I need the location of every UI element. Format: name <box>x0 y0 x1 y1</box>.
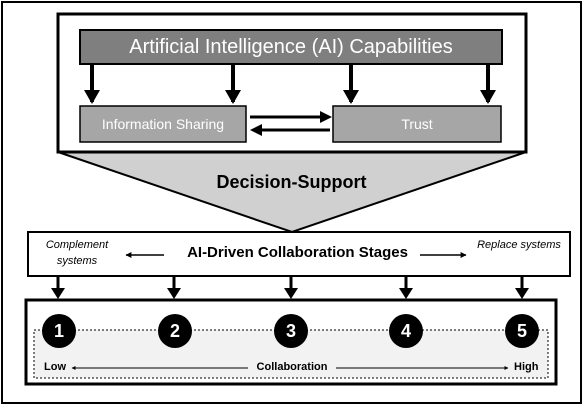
stage-arrowhead-4 <box>399 288 413 299</box>
stage-circle-5 <box>505 314 539 348</box>
collaboration-stages-box <box>27 231 571 277</box>
stage-number-5: 5 <box>516 321 527 341</box>
stage-circle-1 <box>42 314 76 348</box>
ai-capabilities-box <box>79 29 503 65</box>
arrowhead-ai-to-trust-2 <box>480 90 496 104</box>
collaboration-scale-label: Collaboration <box>256 361 328 373</box>
trust-label: Trust <box>401 116 433 132</box>
collaboration-low-label: Low <box>44 361 66 373</box>
arrowhead-ai-to-info-2 <box>225 90 241 104</box>
decision-support-label: Decision-Support <box>216 172 367 192</box>
arrowhead-ai-to-info-1 <box>84 90 100 104</box>
stage-circle-2 <box>158 314 192 348</box>
arrowhead-ai-to-trust-1 <box>343 90 359 104</box>
stage-arrowhead-5 <box>515 288 529 299</box>
complement-systems-label: Complement systems <box>45 239 109 267</box>
information-sharing-box <box>79 105 247 143</box>
trust-box <box>332 105 502 143</box>
replace-systems-label: Replace systems <box>477 239 561 251</box>
collaboration-stages-label: AI-Driven Collaboration Stages <box>187 244 408 261</box>
ai-capabilities-label: Artificial Intelligence (AI) Capabilitie… <box>129 36 453 58</box>
arrowhead-info-to-trust <box>320 111 332 123</box>
stage-number-4: 4 <box>400 321 411 341</box>
information-sharing-label: Information Sharing <box>101 116 225 132</box>
stage-number-3: 3 <box>285 321 296 341</box>
stage-circle-3 <box>274 314 308 348</box>
stage-arrowhead-2 <box>167 288 181 299</box>
stage-arrowhead-3 <box>284 288 298 299</box>
arrowhead-trust-to-info <box>250 124 262 136</box>
stage-number-1: 1 <box>53 321 64 341</box>
stage-circle-4 <box>389 314 423 348</box>
stage-number-2: 2 <box>169 321 180 341</box>
stage-arrowhead-1 <box>51 288 65 299</box>
collaboration-high-label: High <box>514 361 539 373</box>
